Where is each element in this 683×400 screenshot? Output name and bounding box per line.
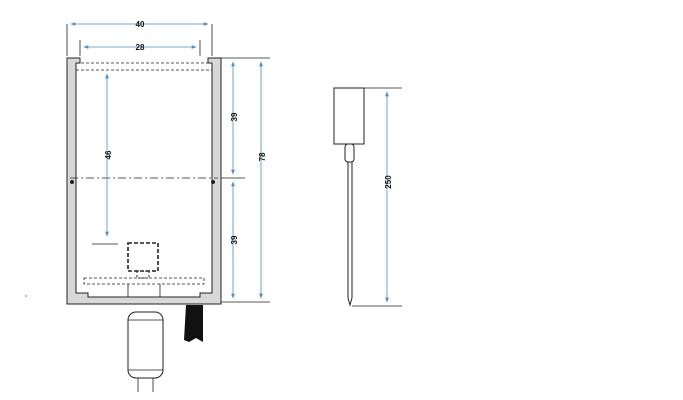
dim-upper-height: 39 bbox=[230, 112, 239, 121]
dim-center-depth: 46 bbox=[104, 150, 113, 159]
dim-inner-width: 28 bbox=[136, 43, 145, 52]
probe-tip bbox=[347, 297, 353, 307]
dimensions-left: 40 28 46 39 39 78 bbox=[66, 20, 270, 303]
mounting-bracket bbox=[184, 305, 203, 342]
temperature-probe: 250 bbox=[333, 87, 402, 307]
dim-total-height: 78 bbox=[258, 152, 267, 161]
bottom-dashed-base bbox=[83, 277, 205, 285]
left-pivot bbox=[70, 180, 74, 184]
right-pivot bbox=[211, 180, 215, 184]
sensor-outline bbox=[127, 242, 159, 272]
enclosure-profile bbox=[66, 57, 222, 305]
enclosure-section bbox=[25, 57, 222, 392]
dim-probe-length: 250 bbox=[384, 175, 393, 189]
cable-gland bbox=[127, 311, 164, 379]
probe-neck bbox=[344, 143, 355, 163]
stray-dot bbox=[25, 295, 27, 297]
dim-outer-width: 40 bbox=[136, 20, 145, 29]
probe-head bbox=[333, 87, 365, 145]
sensor-stem bbox=[136, 270, 150, 279]
dim-lower-height: 39 bbox=[230, 235, 239, 244]
